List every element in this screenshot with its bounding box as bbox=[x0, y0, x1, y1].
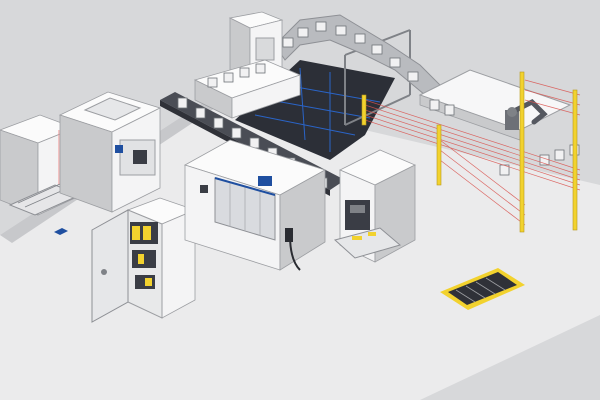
conveyor-part bbox=[177, 97, 188, 109]
conveyor-part bbox=[407, 71, 419, 82]
conveyor-part bbox=[389, 57, 401, 68]
conveyor-part bbox=[231, 127, 242, 139]
door-handle-icon bbox=[101, 269, 107, 275]
transfer-station bbox=[193, 59, 302, 119]
safety-fence bbox=[361, 71, 578, 233]
conveyor-part bbox=[213, 117, 224, 129]
conveyor-part bbox=[371, 44, 383, 55]
conveyor-part bbox=[354, 33, 366, 44]
conveyor-part bbox=[195, 107, 206, 119]
conveyor-part bbox=[335, 25, 347, 36]
robot-cell bbox=[418, 69, 580, 176]
guard-mat bbox=[440, 268, 525, 310]
hydraulic-press bbox=[333, 149, 416, 263]
floor-blue-marker-icon bbox=[54, 228, 68, 235]
conveyor-part bbox=[297, 27, 309, 38]
conveyor-part bbox=[315, 21, 327, 32]
control-cabinet bbox=[91, 197, 197, 323]
overhead-conveyor bbox=[274, 14, 441, 96]
cnc-machine bbox=[183, 139, 327, 271]
cnc-control-panel-icon bbox=[258, 176, 272, 186]
safety-light-curtain bbox=[364, 79, 581, 226]
conveyor-part bbox=[282, 37, 294, 48]
handheld-pendant-icon bbox=[285, 228, 293, 242]
cabinet-door bbox=[91, 209, 129, 323]
press-machine-housing bbox=[58, 91, 162, 213]
